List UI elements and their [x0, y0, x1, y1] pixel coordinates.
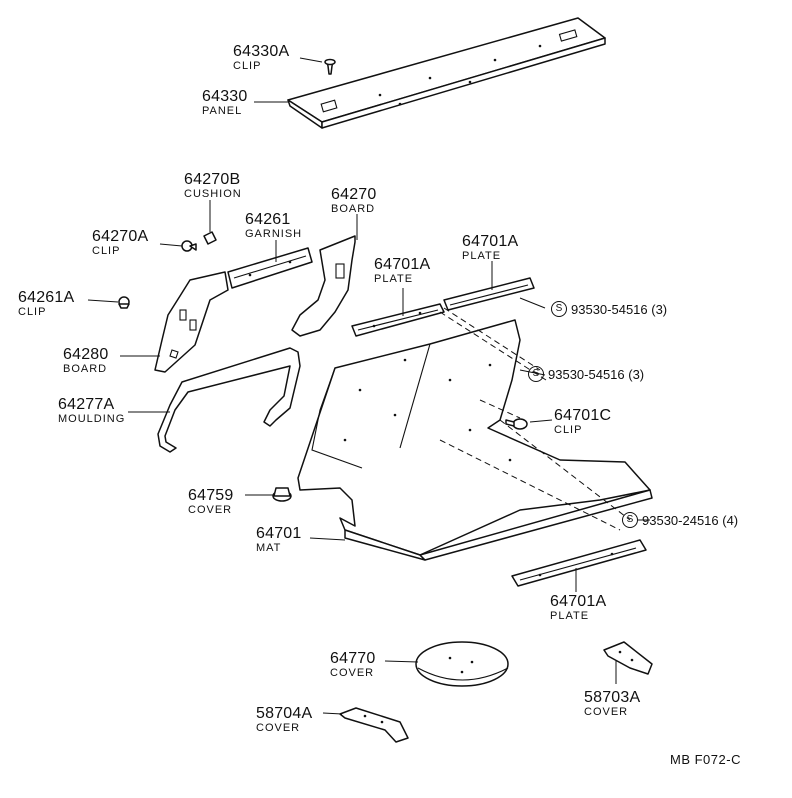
- screw-text: 93530-54516 (3): [571, 301, 668, 317]
- part-number: 64261: [245, 211, 291, 228]
- part-name: PLATE: [462, 250, 502, 262]
- screw-symbol: S: [622, 512, 638, 528]
- part-name: PLATE: [374, 273, 414, 285]
- part-number: 64280: [63, 346, 109, 363]
- label-64270: 64270 BOARD: [331, 187, 377, 215]
- label-64261a: 64261A CLIP: [18, 290, 74, 318]
- part-number: 64330A: [233, 43, 290, 60]
- part-number: 64277A: [58, 396, 115, 413]
- cover-64759-shape: [272, 487, 292, 502]
- label-64701c: 64701C CLIP: [554, 408, 611, 436]
- part-number: 64701: [256, 525, 302, 542]
- screw-symbol: S: [528, 366, 544, 382]
- part-name: PLATE: [550, 610, 590, 622]
- part-name: COVER: [188, 504, 233, 516]
- cover-58703a-shape: [603, 641, 653, 675]
- screw-callout-1: S 93530-54516 (3): [551, 301, 667, 317]
- part-number: 64701A: [374, 256, 431, 273]
- screw-text: 93530-24516 (4): [642, 512, 739, 528]
- board-64270-shape: [291, 235, 356, 337]
- part-name: PANEL: [202, 105, 243, 117]
- label-64261: 64261 GARNISH: [245, 212, 302, 240]
- plate-64701a-upper-shape: [351, 303, 445, 337]
- label-64701a-top: 64701A PLATE: [462, 234, 518, 262]
- mat-64701-shape: [297, 319, 653, 561]
- clip-64261a-shape: [118, 296, 130, 309]
- label-58704a: 58704A COVER: [256, 706, 312, 734]
- part-number: 64270A: [92, 228, 149, 245]
- part-number: 64270B: [184, 171, 241, 188]
- screw-callout-3: S 93530-24516 (4): [622, 512, 738, 528]
- label-64759: 64759 COVER: [188, 488, 234, 516]
- part-name: COVER: [330, 667, 375, 679]
- part-name: BOARD: [63, 363, 108, 375]
- cover-64770-shape: [415, 641, 509, 687]
- screw-text: 93530-54516 (3): [548, 366, 645, 382]
- part-name: GARNISH: [245, 228, 303, 240]
- part-number: 64330: [202, 88, 248, 105]
- clip-64270a-shape: [181, 240, 197, 252]
- part-number: 64770: [330, 650, 376, 667]
- part-name: CUSHION: [184, 188, 242, 200]
- part-number: 58704A: [256, 705, 313, 722]
- label-64330: 64330 PANEL: [202, 89, 248, 117]
- part-name: CLIP: [233, 60, 262, 72]
- label-64277a: 64277A MOULDING: [58, 397, 125, 425]
- screw-callout-2: S 93530-54516 (3): [528, 366, 644, 382]
- plate-64701a-bottom-shape: [511, 539, 647, 587]
- part-number: 64759: [188, 487, 234, 504]
- label-64270b: 64270B CUSHION: [184, 172, 242, 200]
- part-name: COVER: [256, 722, 301, 734]
- diagram-code: MB F072-C: [670, 752, 741, 767]
- label-58703a: 58703A COVER: [584, 690, 640, 718]
- clip-64701c-shape: [505, 418, 528, 430]
- label-64280: 64280 BOARD: [63, 347, 109, 375]
- part-number: 64701C: [554, 407, 612, 424]
- cover-58704a-shape: [339, 707, 409, 743]
- part-name: MOULDING: [58, 413, 126, 425]
- garnish-64261-shape: [227, 247, 313, 289]
- cushion-64270b-shape: [203, 200, 217, 245]
- label-64701: 64701 MAT: [256, 526, 302, 554]
- part-number: 64270: [331, 186, 377, 203]
- part-name: CLIP: [554, 424, 583, 436]
- panel-64330-shape: [287, 17, 606, 129]
- part-name: MAT: [256, 542, 282, 554]
- part-name: BOARD: [331, 203, 376, 215]
- label-64270a: 64270A CLIP: [92, 229, 148, 257]
- part-name: COVER: [584, 706, 629, 718]
- label-64701a-mid: 64701A PLATE: [374, 257, 430, 285]
- label-64330a: 64330A CLIP: [233, 44, 289, 72]
- part-number: 58703A: [584, 689, 641, 706]
- screw-symbol: S: [551, 301, 567, 317]
- part-number: 64261A: [18, 289, 75, 306]
- part-number: 64701A: [462, 233, 519, 250]
- plate-64701a-right-shape: [443, 277, 535, 311]
- part-name: CLIP: [18, 306, 47, 318]
- clip-64330a-shape: [324, 58, 336, 75]
- moulding-64277a-shape: [157, 347, 301, 453]
- board-64280-shape: [154, 271, 229, 373]
- part-name: CLIP: [92, 245, 121, 257]
- label-64770: 64770 COVER: [330, 651, 376, 679]
- label-64701a-bottom: 64701A PLATE: [550, 594, 606, 622]
- part-number: 64701A: [550, 593, 607, 610]
